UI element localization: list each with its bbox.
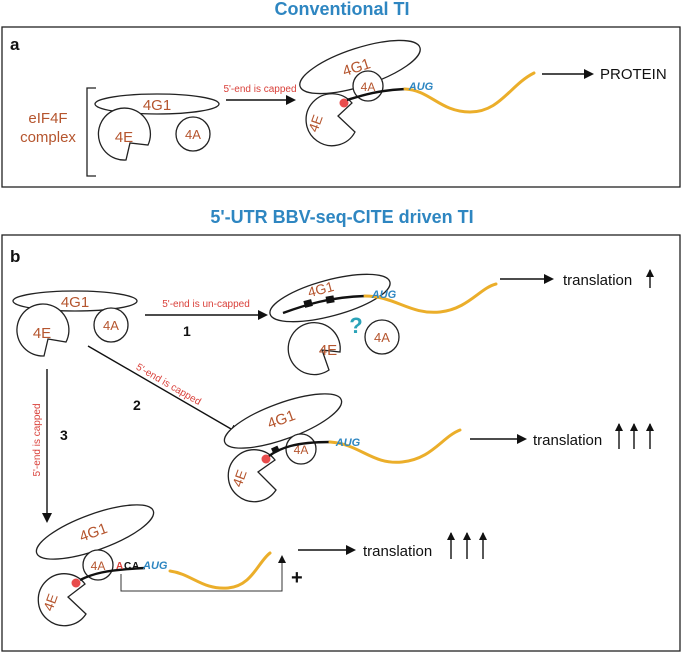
aca-c: C bbox=[124, 561, 131, 572]
eif4a-shape bbox=[175, 116, 211, 152]
p1-eif4a-shape bbox=[364, 319, 400, 355]
complex-label-line2: complex bbox=[20, 129, 76, 146]
mrna-orf bbox=[403, 71, 536, 114]
aca-a1: A bbox=[116, 561, 123, 572]
p2-eif4g1-shape bbox=[223, 393, 343, 449]
p3-mrna-orf bbox=[168, 551, 272, 590]
b-eif4e-label: 4E bbox=[33, 325, 51, 342]
path-2-label: 5'-end is capped bbox=[134, 362, 203, 408]
path-3-label: 5'-end is capped bbox=[32, 403, 43, 476]
p2-eif4a-label: 4A bbox=[294, 443, 309, 457]
path-2-number: 2 bbox=[133, 397, 141, 413]
p2-binding-block bbox=[271, 445, 280, 454]
b-eif4a-shape bbox=[93, 307, 129, 343]
question-mark: ? bbox=[349, 313, 362, 338]
p3-eif4g1-shape bbox=[35, 504, 155, 560]
title-cite-driven-ti: 5'-UTR BBV-seq-CITE driven TI bbox=[210, 207, 473, 227]
arrow-path-2 bbox=[87, 345, 240, 435]
p3-utr-segment bbox=[79, 566, 146, 582]
p3-eif4a-label: 4A bbox=[91, 559, 106, 573]
b-eif4e-shape bbox=[16, 303, 70, 357]
bound-eif4e-label: 4E bbox=[305, 113, 326, 135]
p1-eif4e-label: 4E bbox=[319, 342, 337, 359]
p3-eif4e-label: 4E bbox=[40, 592, 61, 614]
title-conventional-ti: Conventional TI bbox=[275, 0, 410, 19]
aug-label: AUG bbox=[408, 81, 434, 93]
panel-b: b 4G1 4E 4A 5'-end is un-capped 1 4G1 AU… bbox=[1, 234, 681, 652]
cap-dot bbox=[339, 98, 349, 108]
path-1-number: 1 bbox=[183, 323, 191, 339]
p2-eif4e-label: 4E bbox=[229, 468, 250, 490]
feedback-bracket-arrow bbox=[120, 555, 286, 592]
bound-eif4a-label: 4A bbox=[361, 80, 376, 94]
b-eif4g1-label: 4G1 bbox=[61, 294, 89, 311]
p1-eif4g1-label: 4G1 bbox=[306, 278, 336, 300]
p3-aug-label: AUG bbox=[142, 560, 168, 572]
panel-b-label: b bbox=[10, 247, 20, 266]
p1-utr-segment bbox=[282, 294, 366, 315]
p1-mrna-orf bbox=[363, 282, 498, 314]
p1-binding-block-1 bbox=[303, 299, 313, 308]
p1-binding-block-2 bbox=[325, 295, 335, 304]
translation-2-label: translation bbox=[533, 432, 602, 449]
path-3-number: 3 bbox=[60, 427, 68, 443]
aca-a2: A bbox=[132, 561, 139, 572]
p2-cap-dot bbox=[261, 454, 271, 464]
p2-utr-segment bbox=[268, 440, 331, 457]
capped-label: 5'-end is capped bbox=[223, 84, 296, 95]
p1-eif4e-shape bbox=[287, 322, 341, 376]
p2-eif4a-shape bbox=[285, 433, 317, 465]
utr-segment bbox=[346, 87, 406, 102]
panel-b-frame bbox=[1, 234, 681, 652]
path-1-label: 5'-end is un-capped bbox=[162, 299, 250, 310]
translation-1-label: translation bbox=[563, 272, 632, 289]
plus-sign: + bbox=[291, 567, 303, 589]
translation-3-label: translation bbox=[363, 543, 432, 560]
p3-cap-dot bbox=[71, 578, 81, 588]
b-eif4a-label: 4A bbox=[103, 318, 119, 333]
p2-aug-label: AUG bbox=[335, 437, 361, 449]
p1-aug-label: AUG bbox=[371, 289, 397, 301]
eif4g1-label: 4G1 bbox=[143, 97, 171, 114]
p1-eif4a-label: 4A bbox=[374, 330, 390, 345]
protein-label: PROTEIN bbox=[600, 66, 667, 83]
eif4e-shape bbox=[97, 107, 152, 161]
eif4e-label: 4E bbox=[115, 129, 133, 146]
panel-a-frame bbox=[1, 26, 681, 188]
panel-a: a eIF4F complex 4G1 4E 4A 5'-end is capp… bbox=[1, 26, 681, 188]
p2-mrna-orf bbox=[328, 428, 462, 464]
panel-a-label: a bbox=[10, 35, 20, 54]
eif4a-label: 4A bbox=[185, 127, 201, 142]
complex-label-line1: eIF4F bbox=[28, 110, 67, 127]
complex-bracket bbox=[86, 87, 96, 177]
